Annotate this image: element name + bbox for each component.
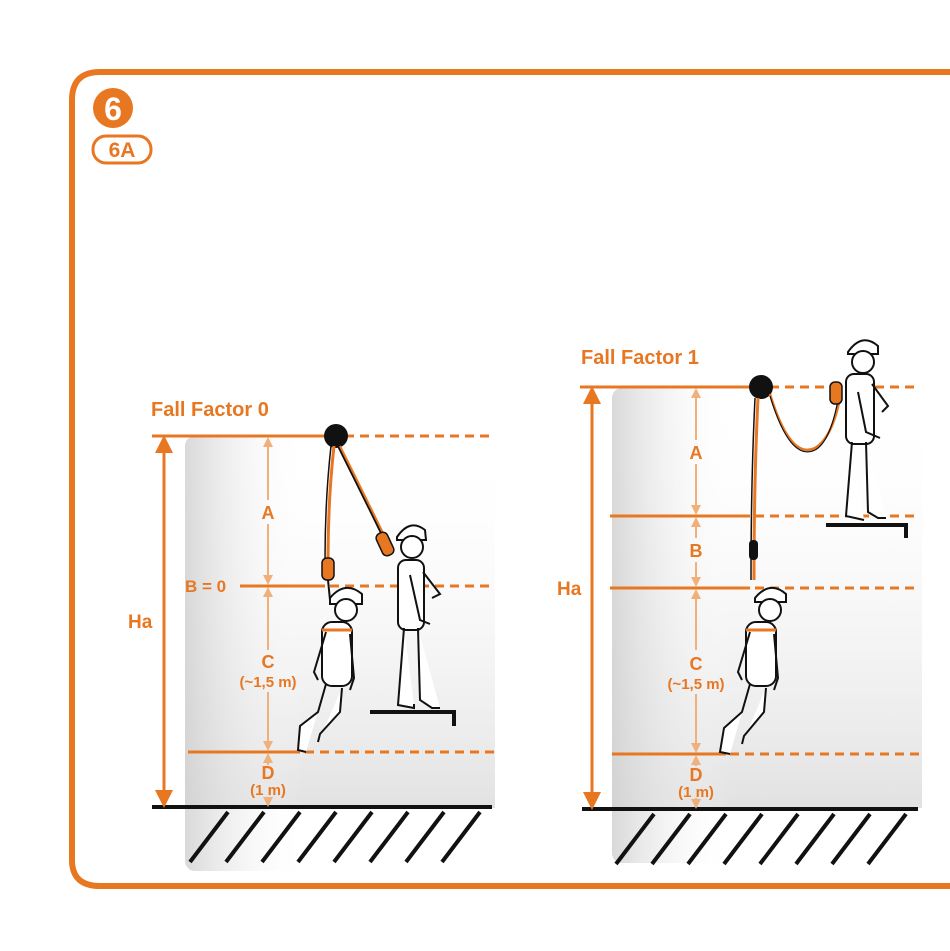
left-c-label: C (262, 652, 275, 672)
badge-6a: 6A (93, 136, 151, 163)
left-c-sub: (~1,5 m) (239, 674, 296, 691)
anchor-point-left (324, 424, 348, 448)
badge-6: 6 (93, 88, 133, 128)
right-ha-label: Ha (557, 579, 582, 600)
right-d-sub: (1 m) (678, 784, 714, 801)
right-b-label: B (690, 541, 703, 561)
left-d-sub: (1 m) (250, 782, 286, 799)
svg-text:6A: 6A (109, 139, 136, 162)
left-a-label: A (262, 503, 275, 523)
energy-absorber-icon (322, 558, 334, 580)
left-title: Fall Factor 0 (151, 399, 269, 421)
right-c-sub: (~1,5 m) (667, 676, 724, 693)
left-diagram: Fall Factor 0 Ha A B = 0 C (~1,5 m) D (1… (128, 399, 495, 871)
svg-text:6: 6 (104, 91, 122, 127)
right-d-label: D (690, 765, 703, 785)
right-diagram: Fall Factor 1 Ha A B C (~1,5 m) D (1 m) (557, 340, 922, 864)
left-b-label: B = 0 (185, 577, 226, 596)
right-title: Fall Factor 1 (581, 347, 699, 369)
left-ha-label: Ha (128, 612, 153, 633)
left-d-label: D (262, 763, 275, 783)
right-c-label: C (690, 654, 703, 674)
right-a-label: A (690, 443, 703, 463)
